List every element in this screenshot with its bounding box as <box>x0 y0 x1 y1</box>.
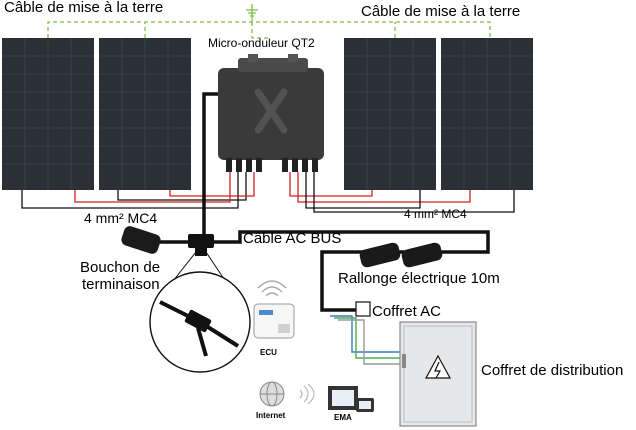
globe-icon <box>259 381 315 407</box>
ac-bus-label: Câble AC BUS <box>243 230 342 247</box>
ac-box-label: Coffret AC <box>372 303 441 320</box>
extension-label: Rallonge électrique 10m <box>338 270 500 287</box>
ema-devices-icon <box>328 386 374 412</box>
distribution-box-label: Coffret de distribution <box>481 362 624 379</box>
ecu-label: ECU <box>260 348 277 357</box>
mc4-label-right: 4 mm² MC4 <box>404 207 467 221</box>
ecu-device-icon <box>253 303 295 339</box>
dc-cables <box>21 172 515 213</box>
micro-inverter-label: Micro-onduleur QT2 <box>208 36 315 50</box>
end-cap-label-line1: Bouchon de <box>80 259 161 276</box>
ac-bus-connector <box>188 234 214 256</box>
ground-wire <box>47 21 491 39</box>
wifi-icon <box>257 280 287 297</box>
lightning-icon <box>424 354 452 379</box>
internet-label: Internet <box>256 411 286 420</box>
micro-inverter <box>218 54 324 172</box>
solar-panel-4 <box>441 38 533 190</box>
mc4-label-left: 4 mm² MC4 <box>84 210 158 226</box>
end-cap <box>121 226 161 254</box>
ac-box <box>355 301 371 317</box>
connector-detail-zoom <box>149 271 251 373</box>
ac-wires <box>330 315 400 365</box>
ground-label-left: Câble de mise à la terre <box>4 0 164 16</box>
ground-label-right: Câble de mise à la terre <box>361 3 521 20</box>
ema-label: EMA <box>334 413 352 422</box>
ground-icon <box>246 4 258 22</box>
extension-plugs <box>359 242 443 268</box>
solar-panel-1 <box>2 38 94 190</box>
distribution-box <box>399 321 477 427</box>
end-cap-label-line2: terminaison <box>82 276 160 293</box>
ac-bus-cable <box>158 92 490 312</box>
solar-panel-3 <box>344 38 436 190</box>
solar-panel-2 <box>99 38 191 190</box>
